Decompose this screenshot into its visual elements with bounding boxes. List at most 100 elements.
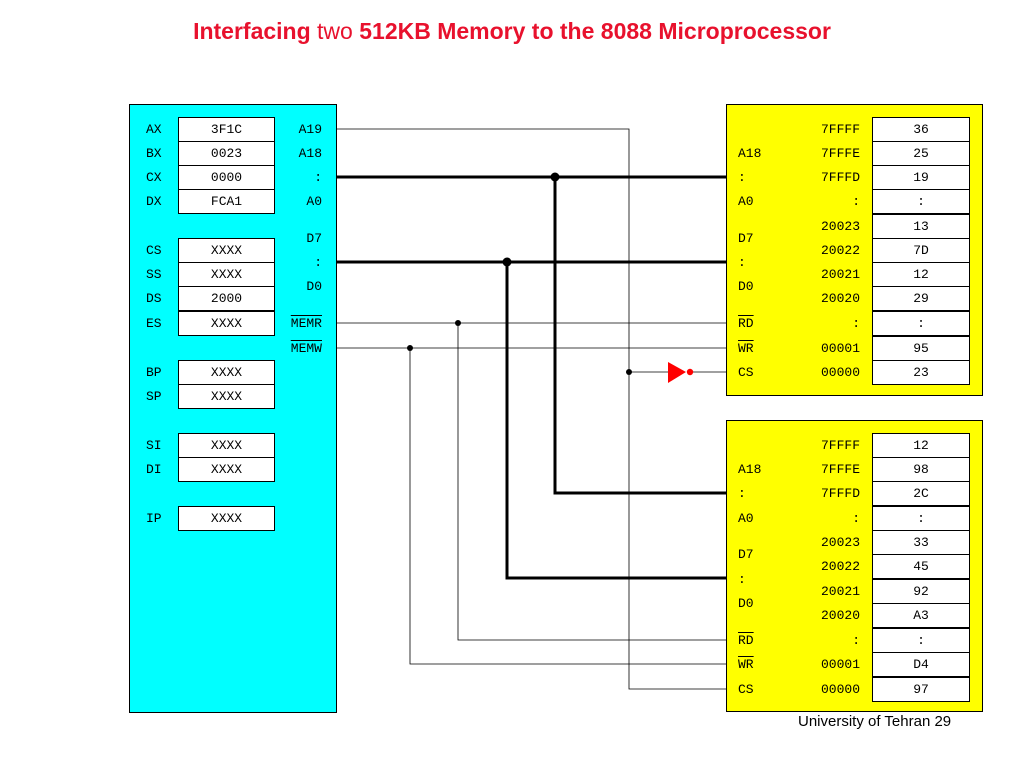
register-name: CX	[146, 170, 162, 185]
memory-data-cell: 7D	[872, 238, 970, 263]
register-value: 3F1C	[178, 117, 275, 142]
register-name: IP	[146, 511, 162, 526]
memory-data-cell: 12	[872, 262, 970, 287]
memory-data-cell: :	[872, 628, 970, 653]
memory-address: 20020	[820, 291, 860, 306]
chip-pin-wr: WR	[738, 341, 754, 356]
register-value: XXXX	[178, 506, 275, 531]
data-bus-junction	[502, 257, 512, 267]
memory-data-cell: 23	[872, 360, 970, 385]
chip-pin: :	[738, 486, 746, 501]
inverter-triangle	[668, 362, 686, 383]
register-name: DS	[146, 291, 162, 306]
memory-data-cell: 92	[872, 579, 970, 604]
memory-data-cell: 45	[872, 554, 970, 579]
pin-a18: A18	[298, 146, 322, 161]
register-value: 2000	[178, 286, 275, 311]
memory-data-cell: 29	[872, 286, 970, 311]
register-value: XXXX	[178, 433, 275, 458]
data-bus-branch	[505, 262, 726, 580]
memory-data-cell: :	[872, 311, 970, 336]
register-value: FCA1	[178, 189, 275, 214]
chip-pin-cs: CS	[738, 365, 754, 380]
memory-address: 20021	[820, 267, 860, 282]
register-name: AX	[146, 122, 162, 137]
chip-pin: :	[738, 255, 746, 270]
memory-address: 7FFFD	[820, 486, 860, 501]
register-value: XXXX	[178, 384, 275, 409]
address-bus-junction	[550, 172, 560, 182]
memw-branch	[409, 348, 726, 665]
memory-address: 7FFFF	[820, 122, 860, 137]
chip-pin-rd: RD	[738, 633, 754, 648]
memory-data-cell: 98	[872, 457, 970, 482]
chip-pin: D7	[738, 231, 754, 246]
register-name: CS	[146, 243, 162, 258]
register-name: BP	[146, 365, 162, 380]
register-name: SP	[146, 389, 162, 404]
memory-data-cell: 13	[872, 214, 970, 239]
chip-pin: D7	[738, 547, 754, 562]
memory-data-cell: 25	[872, 141, 970, 166]
memory-address: 00001	[820, 341, 860, 356]
chip-pin: D0	[738, 279, 754, 294]
memory-data-cell: 33	[872, 530, 970, 555]
register-name: SI	[146, 438, 162, 453]
chip-pin: A18	[738, 146, 762, 161]
memory-address: 20021	[820, 584, 860, 599]
a19-line	[336, 128, 726, 690]
chip-pin-cs: CS	[738, 682, 754, 697]
pin-address-ellipsis: :	[314, 170, 322, 185]
memory-address: 7FFFE	[820, 146, 860, 161]
memory-address: 20023	[820, 535, 860, 550]
register-name: SS	[146, 267, 162, 282]
register-name: DI	[146, 462, 162, 477]
memory-address: 00001	[820, 657, 860, 672]
register-name: ES	[146, 316, 162, 331]
chip-pin-rd: RD	[738, 316, 754, 331]
memory-address: 20023	[820, 219, 860, 234]
memory-data-cell: 36	[872, 117, 970, 142]
chip-pin: A0	[738, 194, 754, 209]
memory-data-cell: :	[872, 189, 970, 214]
pin-memr: MEMR	[290, 316, 322, 331]
footer-text: University of Tehran 29	[798, 713, 952, 730]
pin-a19: A19	[298, 122, 322, 137]
pin-data-ellipsis: :	[314, 255, 322, 270]
register-value: XXXX	[178, 262, 275, 287]
register-name: BX	[146, 146, 162, 161]
memory-data-cell: 2C	[872, 481, 970, 506]
memory-address: :	[852, 316, 860, 331]
memory-data-cell: 12	[872, 433, 970, 458]
memw-junction	[407, 345, 413, 351]
memory-data-cell: 97	[872, 677, 970, 702]
title-part-1: Interfacing	[193, 18, 311, 44]
memory-address: 20020	[820, 608, 860, 623]
memory-data-cell: :	[872, 506, 970, 531]
register-value: XXXX	[178, 360, 275, 385]
register-value: 0023	[178, 141, 275, 166]
memory-address: 00000	[820, 365, 860, 380]
memory-data-cell: A3	[872, 603, 970, 628]
register-value: XXXX	[178, 238, 275, 263]
chip-pin: D0	[738, 596, 754, 611]
a19-junction	[626, 369, 632, 375]
memory-data-cell: 19	[872, 165, 970, 190]
memory-address: 20022	[820, 559, 860, 574]
pin-d7: D7	[306, 231, 322, 246]
memory-data-cell: 95	[872, 336, 970, 361]
memory-address: :	[852, 633, 860, 648]
register-value: XXXX	[178, 457, 275, 482]
pin-d0: D0	[306, 279, 322, 294]
chip-pin: :	[738, 572, 746, 587]
inverter-bubble	[686, 368, 694, 376]
memory-address: 20022	[820, 243, 860, 258]
memory-address: :	[852, 511, 860, 526]
title-part-3: 512KB Memory to the 8088 Microprocessor	[359, 18, 831, 44]
chip-pin: A0	[738, 511, 754, 526]
pin-memw: MEMW	[290, 341, 322, 356]
memr-branch	[457, 323, 726, 641]
address-bus-branch	[553, 177, 726, 495]
register-name: DX	[146, 194, 162, 209]
